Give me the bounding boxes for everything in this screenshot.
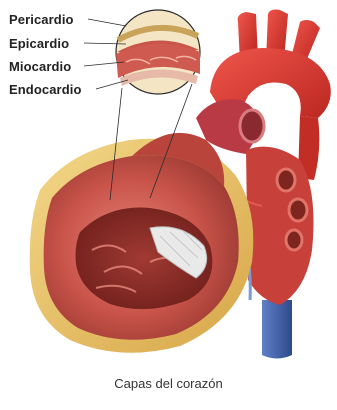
pulmonary-vein-2: [289, 199, 307, 221]
pulmonary-opening: [240, 110, 264, 142]
figure-caption: Capas del corazón: [0, 376, 337, 391]
vena-cava: [262, 300, 292, 359]
pulmonary-vein-1: [277, 169, 295, 191]
label-epicardio: Epicardio: [9, 36, 69, 51]
label-pericardio: Pericardio: [9, 12, 74, 27]
label-miocardio: Miocardio: [9, 59, 71, 74]
label-endocardio: Endocardio: [9, 82, 82, 97]
pulmonary-vein-3: [286, 230, 302, 250]
